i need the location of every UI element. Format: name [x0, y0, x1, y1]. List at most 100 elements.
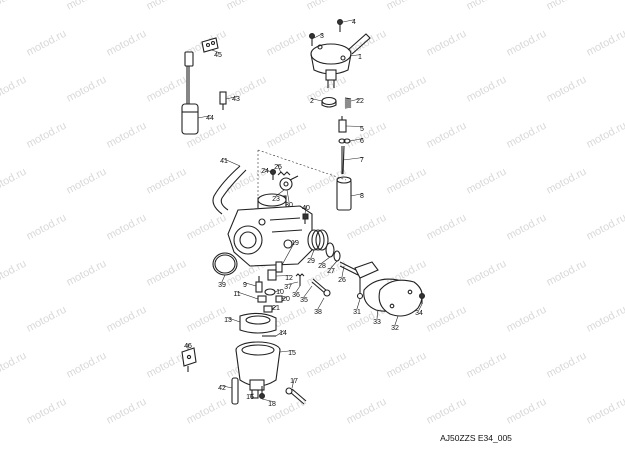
- watermark-text: motod.ru: [584, 120, 625, 151]
- callout-leader-2: [310, 98, 323, 102]
- callout-label-10: 10: [276, 289, 284, 296]
- callout-label-8: 8: [360, 193, 364, 200]
- callout-label-19: 19: [291, 240, 299, 247]
- part-9-jet: [255, 276, 263, 293]
- watermark-text: motod.ru: [584, 28, 625, 59]
- callout-leader-34: [418, 303, 423, 311]
- callout-label-35: 35: [300, 297, 308, 304]
- watermark-text: motod.ru: [584, 304, 625, 335]
- callout-leader-42: [220, 385, 233, 389]
- callout-label-5: 5: [360, 126, 364, 133]
- callout-label-17: 17: [290, 378, 298, 385]
- watermark-text: motod.ru: [464, 166, 508, 197]
- callout-leader-7: [342, 157, 364, 161]
- callout-label-4: 4: [352, 19, 356, 26]
- callout-leader-11: [235, 291, 259, 300]
- part-11-jet: [257, 295, 267, 303]
- watermark-text: motod.ru: [264, 120, 308, 151]
- callout-leader-21: [271, 305, 278, 310]
- watermark-text: motod.ru: [24, 396, 68, 427]
- callout-leader-16: [249, 393, 255, 395]
- watermark-text: motod.ru: [64, 350, 108, 381]
- part-42-hose: [231, 377, 239, 405]
- part-39-oring: [212, 252, 238, 276]
- callout-leader-32: [394, 315, 399, 326]
- callout-label-43: 43: [232, 96, 240, 103]
- callout-label-21: 21: [272, 305, 280, 312]
- watermark-text: motod.ru: [24, 120, 68, 151]
- callout-leader-33: [376, 309, 379, 320]
- callout-label-41: 41: [220, 158, 228, 165]
- part-34-screw: [419, 293, 425, 304]
- watermark-text: motod.ru: [104, 28, 148, 59]
- part-8-throttle-valve: [336, 176, 352, 211]
- part-2-cap: [321, 96, 337, 108]
- callout-label-46: 46: [184, 343, 192, 350]
- carburetor-body: [227, 193, 313, 267]
- part-40-screw: [302, 213, 309, 224]
- watermark-text: motod.ru: [104, 304, 148, 335]
- watermark-text: motod.ru: [184, 304, 228, 335]
- callout-label-33: 33: [373, 319, 381, 326]
- part-4-screw: [337, 19, 343, 32]
- callout-leader-44: [197, 115, 212, 119]
- callout-label-31: 31: [353, 309, 361, 316]
- part-19-jet: [275, 261, 283, 273]
- watermark-text: motod.ru: [184, 396, 228, 427]
- watermark-text: motod.ru: [224, 74, 268, 105]
- watermark-text: motod.ru: [64, 258, 108, 289]
- callout-label-28: 28: [318, 263, 326, 270]
- part-22-spring: [344, 97, 352, 109]
- watermark-text: motod.ru: [104, 120, 148, 151]
- watermark-text: motod.ru: [24, 212, 68, 243]
- callout-leader-35: [303, 285, 313, 298]
- watermark-text: motod.ru: [384, 350, 428, 381]
- callout-leader-4: [342, 19, 356, 23]
- callout-label-1: 1: [358, 54, 362, 61]
- watermark-text: motod.ru: [0, 166, 28, 197]
- watermark-text: motod.ru: [504, 28, 548, 59]
- callout-label-38: 38: [314, 309, 322, 316]
- watermark-text: motod.ru: [144, 74, 188, 105]
- part-13-float: [239, 312, 277, 334]
- watermark-text: motod.ru: [0, 0, 28, 13]
- callout-leader-37: [287, 281, 299, 285]
- part-25-spring: [277, 171, 291, 176]
- part-27-washer: [333, 250, 341, 262]
- callout-leader-18: [261, 398, 273, 402]
- watermark-text: motod.ru: [144, 258, 188, 289]
- callout-leader-26: [341, 265, 345, 278]
- callout-label-7: 7: [360, 157, 364, 164]
- callout-leader-24: [263, 168, 272, 173]
- part-17-screw: [285, 387, 307, 405]
- watermark-text: motod.ru: [544, 350, 588, 381]
- watermark-text: motod.ru: [64, 74, 108, 105]
- watermark-text: motod.ru: [264, 28, 308, 59]
- part-28-washer: [325, 242, 335, 258]
- part-5-clip: [338, 116, 347, 133]
- callout-leader-28: [321, 256, 331, 264]
- part-21-jet: [263, 305, 273, 313]
- watermark-text: motod.ru: [544, 74, 588, 105]
- part-15-float-bowl: [235, 341, 281, 391]
- callout-leader-10: [274, 289, 282, 293]
- part-1-top-cover: [310, 33, 371, 88]
- watermark-text: motod.ru: [0, 74, 28, 105]
- part-29-spring: [307, 229, 329, 251]
- part-18-screw: [259, 386, 265, 399]
- watermark-text: motod.ru: [144, 0, 188, 13]
- watermark-text: motod.ru: [344, 396, 388, 427]
- callout-label-16: 16: [246, 394, 254, 401]
- callout-label-27: 27: [327, 268, 335, 275]
- callout-leader-36: [295, 285, 301, 293]
- watermark-text: motod.ru: [104, 396, 148, 427]
- watermark-text: motod.ru: [24, 304, 68, 335]
- watermark-text: motod.ru: [584, 212, 625, 243]
- callout-leader-40: [304, 205, 307, 215]
- callout-label-42: 42: [218, 385, 226, 392]
- watermark-text: motod.ru: [504, 212, 548, 243]
- callout-leader-8: [350, 193, 364, 197]
- part-23-lever: [279, 175, 299, 191]
- callout-leader-9: [243, 282, 257, 287]
- watermark-text: motod.ru: [144, 166, 188, 197]
